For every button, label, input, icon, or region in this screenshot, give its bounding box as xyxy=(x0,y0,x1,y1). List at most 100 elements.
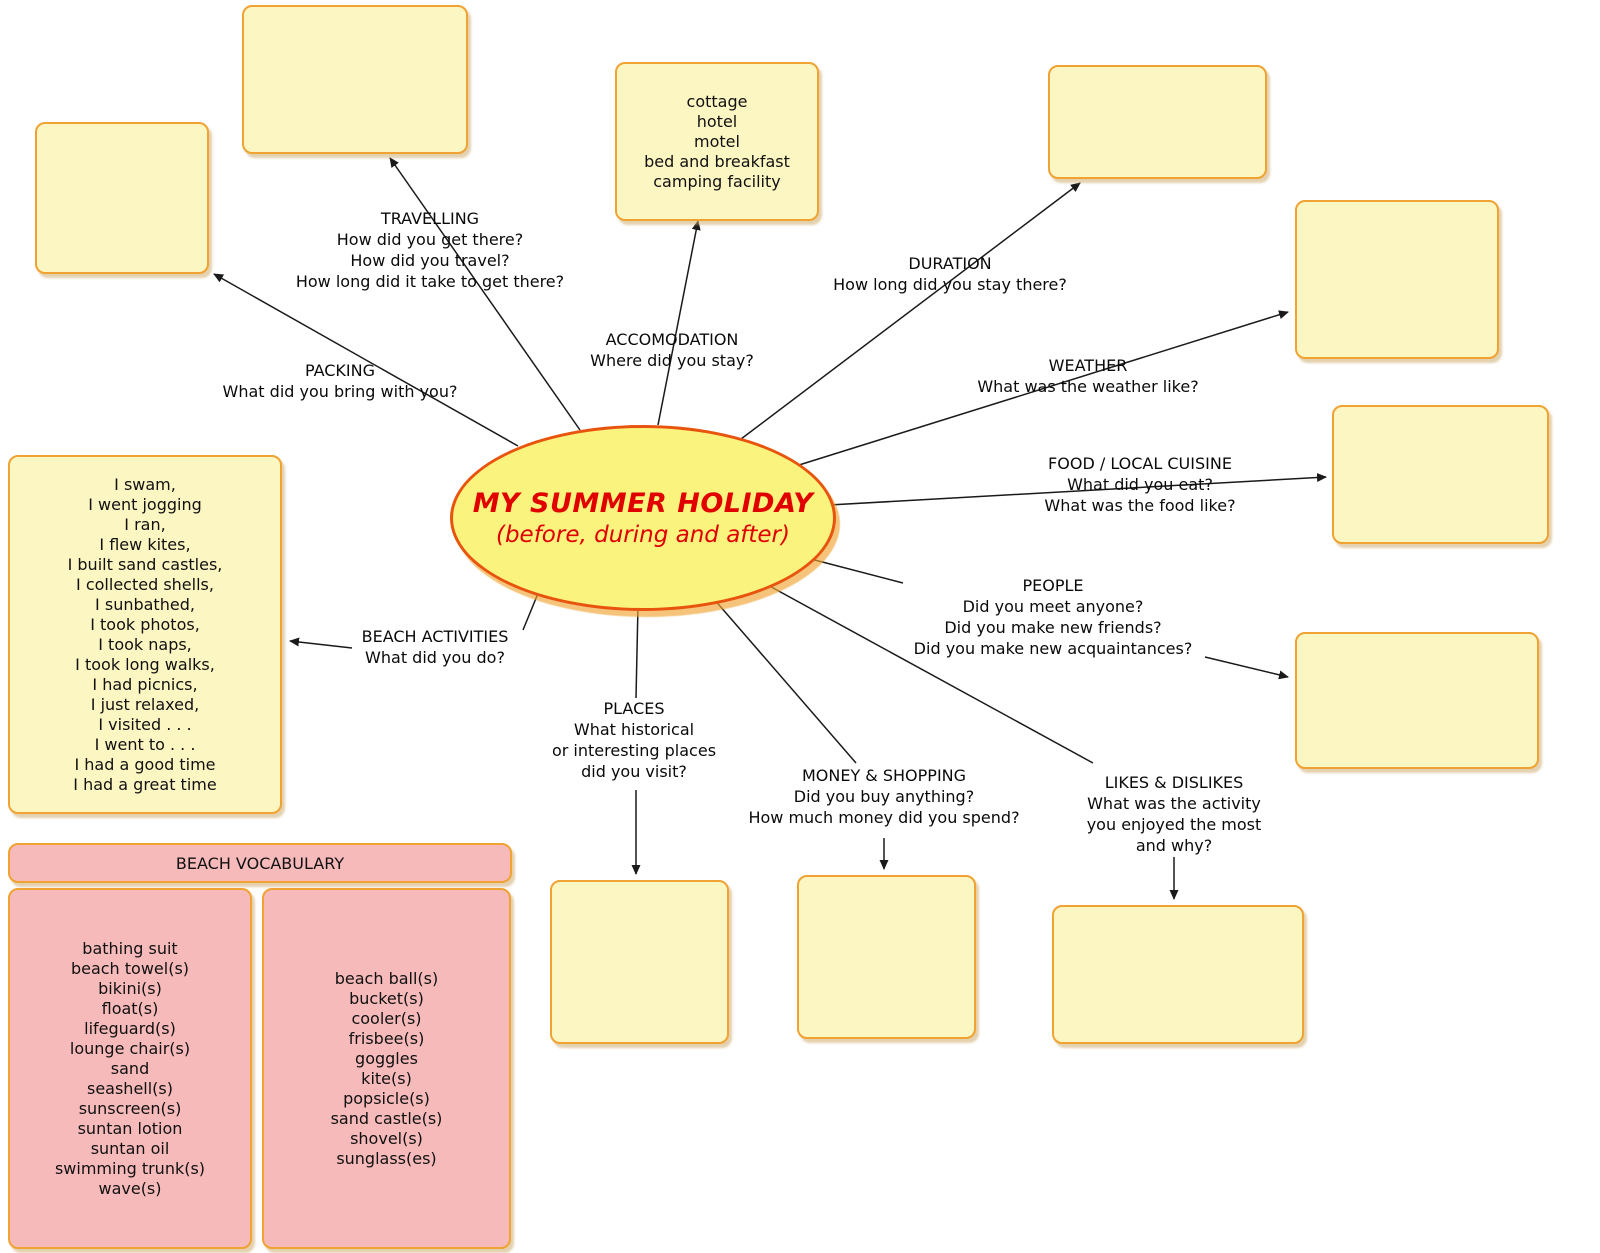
text-line: I went to . . . xyxy=(94,734,196,754)
text-line: PLACES xyxy=(603,699,665,718)
arrow-packing xyxy=(213,273,519,447)
arrow-food xyxy=(828,473,1327,506)
text-line: bucket(s) xyxy=(349,988,424,1008)
text-line: beach ball(s) xyxy=(334,968,439,988)
text-line: float(s) xyxy=(101,998,159,1018)
text-line: I swam, xyxy=(114,474,176,494)
text-line: sunglass(es) xyxy=(336,1148,437,1168)
text-line: I just relaxed, xyxy=(90,694,200,714)
text-line: What did you do? xyxy=(365,648,505,667)
central-topic: MY SUMMER HOLIDAY (before, during and af… xyxy=(450,425,836,611)
text-line: LIKES & DISLIKES xyxy=(1104,773,1244,792)
text-line: lifeguard(s) xyxy=(84,1018,176,1038)
text-line: What did you bring with you? xyxy=(222,382,458,401)
note-box-duration xyxy=(1048,65,1267,179)
central-topic-subtitle: (before, during and after) xyxy=(495,522,790,548)
text-line: swimming trunk(s) xyxy=(54,1158,206,1178)
note-box-packing xyxy=(35,122,209,274)
text-line: How did you get there? xyxy=(336,230,524,249)
text-line: wave(s) xyxy=(98,1178,162,1198)
text-line: seashell(s) xyxy=(86,1078,173,1098)
text-line: bathing suit xyxy=(82,938,178,958)
text-line: What did you eat? xyxy=(1067,475,1213,494)
text-line: Did you buy anything? xyxy=(793,787,975,806)
arrow-accommodation xyxy=(657,220,701,426)
text-line: TRAVELLING xyxy=(380,209,480,228)
line-money xyxy=(712,597,857,764)
text-line: I sunbathed, xyxy=(95,594,195,614)
text-line: I ran, xyxy=(124,514,166,534)
text-line: I flew kites, xyxy=(99,534,191,554)
text-line: frisbee(s) xyxy=(348,1028,425,1048)
arrow-travelling xyxy=(389,157,581,431)
text-line: sand xyxy=(110,1058,150,1078)
text-line: goggles xyxy=(355,1048,418,1068)
text-line: shovel(s) xyxy=(350,1128,423,1148)
line-beach-activities xyxy=(522,590,540,631)
text-line: I took photos, xyxy=(90,614,200,634)
text-line: suntan oil xyxy=(90,1138,170,1158)
text-line: motel xyxy=(694,131,740,151)
text-line: and why? xyxy=(1135,836,1213,855)
note-box-likes xyxy=(1052,905,1304,1044)
text-line: Where did you stay? xyxy=(590,351,754,370)
label-likes: LIKES & DISLIKES What was the activity you… xyxy=(1087,772,1262,856)
text-line: How much money did you spend? xyxy=(748,808,1020,827)
label-money: MONEY & SHOPPING Did you buy anything? How… xyxy=(748,765,1019,828)
text-line: popsicle(s) xyxy=(343,1088,430,1108)
text-line: cooler(s) xyxy=(351,1008,422,1028)
text-line: cottage xyxy=(686,91,748,111)
note-box-people xyxy=(1295,632,1539,769)
label-accommodation: ACCOMODATION Where did you stay? xyxy=(590,329,754,371)
arrow-beach-activities xyxy=(289,637,353,649)
text-line: How did you travel? xyxy=(350,251,510,270)
text-line: How long did it take to get there? xyxy=(295,272,565,291)
text-line: beach towel(s) xyxy=(70,958,190,978)
text-line: MONEY & SHOPPING xyxy=(801,766,967,785)
text-line: What was the food like? xyxy=(1044,496,1236,515)
text-line: sand castle(s) xyxy=(330,1108,443,1128)
note-box-places xyxy=(550,880,729,1044)
text-line: I built sand castles, xyxy=(67,554,223,574)
text-line: sunscreen(s) xyxy=(78,1098,182,1118)
text-line: How long did you stay there? xyxy=(833,275,1067,294)
text-line: you enjoyed the most xyxy=(1086,815,1262,834)
text-line: I had a great time xyxy=(73,774,217,794)
arrow-duration xyxy=(740,182,1081,440)
text-line: I collected shells, xyxy=(76,574,214,594)
text-line: lounge chair(s) xyxy=(69,1038,191,1058)
label-beach-activities: BEACH ACTIVITIES What did you do? xyxy=(362,626,509,668)
text-line: bikini(s) xyxy=(98,978,162,998)
text-line: DURATION xyxy=(908,254,992,273)
text-line: I took naps, xyxy=(98,634,192,654)
text-line: What was the weather like? xyxy=(977,377,1199,396)
text-line: I went jogging xyxy=(88,494,202,514)
line-likes xyxy=(763,582,1094,764)
text-line: What historical xyxy=(573,720,695,739)
text-line: Did you meet anyone? xyxy=(962,597,1144,616)
note-box-money xyxy=(797,875,976,1039)
note-box-travelling xyxy=(242,5,468,154)
text-line: BEACH ACTIVITIES xyxy=(361,627,509,646)
line-places xyxy=(635,604,639,699)
text-line: I had a good time xyxy=(74,754,216,774)
text-line: I visited . . . xyxy=(98,714,192,734)
central-topic-title: MY SUMMER HOLIDAY xyxy=(472,488,814,519)
text-line: FOOD / LOCAL CUISINE xyxy=(1048,454,1232,473)
note-box-food xyxy=(1332,405,1549,544)
text-line: camping facility xyxy=(653,171,781,191)
text-line: ACCOMODATION xyxy=(605,330,739,349)
text-line: WEATHER xyxy=(1048,356,1128,375)
text-line: hotel xyxy=(696,111,738,131)
text-line: I took long walks, xyxy=(75,654,215,674)
line-people xyxy=(806,557,904,584)
text-line: What was the activity xyxy=(1087,794,1261,813)
text-line: bed and breakfast xyxy=(644,151,790,171)
text-line: kite(s) xyxy=(361,1068,412,1088)
